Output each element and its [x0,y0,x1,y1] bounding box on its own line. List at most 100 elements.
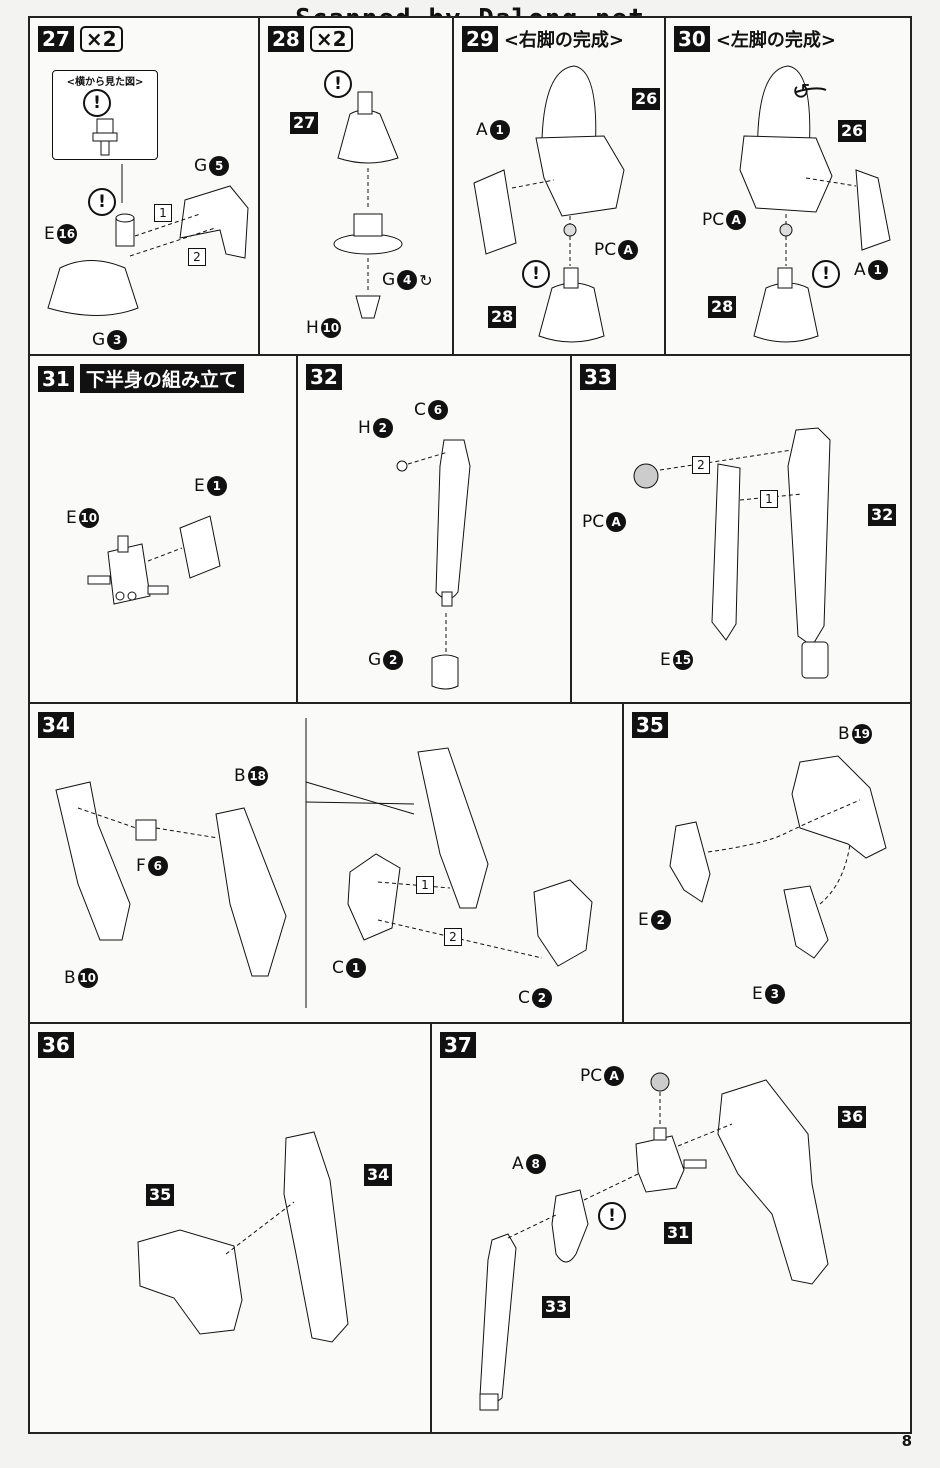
step-number: 35 [632,712,668,738]
part-letter: E [638,910,649,930]
part-number: 10 [320,318,341,338]
step-number: 32 [306,364,342,390]
step-title: <左脚の完成> [715,30,837,51]
part-ref-36: 36 [838,1106,867,1128]
part-number: 4 [397,270,418,290]
part-number: 6 [147,856,168,876]
part-number: 10 [77,968,98,988]
part-number: 16 [56,224,77,244]
part-letter: PC [582,512,605,532]
part-number: 6 [427,400,448,420]
part-letter: E [660,650,671,670]
step-number: 34 [38,712,74,738]
part-number: 1 [867,260,888,280]
warning-icon: ! [812,260,840,288]
step-title: 下半身の組み立て [79,364,244,393]
part-letter: B [64,968,76,988]
step-28-drawing [333,91,403,319]
part-number: 1 [489,120,510,140]
part-letter: A [854,260,866,280]
step-number: 27 [38,26,74,52]
part-letter: H [358,418,371,438]
part-ref-31: 31 [664,1222,693,1244]
part-number: 2 [383,650,404,670]
part-letter: B [838,724,850,744]
step-33-drawing [633,427,831,679]
part-number: 19 [851,724,872,744]
step-number: 37 [440,1032,476,1058]
side-view-inset: <横から見た図> ! [52,70,158,160]
seq-number-box: 2 [188,248,206,266]
step-29-drawing [473,65,625,343]
part-number: 2 [372,418,393,438]
rotate-arrow-icon: ↺ [792,80,811,105]
step-34-drawing [55,718,593,1008]
part-letter: C [414,400,426,420]
part-letter: A [476,120,488,140]
part-letter: E [194,476,205,496]
part-letter: G [92,330,106,350]
part-number: 10 [78,508,99,528]
step-35-drawing [669,755,887,959]
part-ref-32: 32 [868,504,897,526]
part-number: 18 [247,766,268,786]
warning-icon: ! [598,1202,626,1230]
part-number: A [618,240,639,260]
step-title: <右脚の完成> [503,30,625,51]
part-number: 15 [672,650,693,670]
part-letter: PC [594,240,617,260]
part-letter: E [44,224,55,244]
part-number: 3 [107,330,128,350]
part-number: A [604,1066,625,1086]
step-30-drawing [739,65,891,343]
part-letter: PC [580,1066,603,1086]
part-ref-26: 26 [838,120,867,142]
part-letter: B [234,766,246,786]
part-letter: PC [702,210,725,230]
part-letter: E [66,508,77,528]
page-number: 8 [901,1432,912,1450]
part-letter: G [194,156,208,176]
part-letter: F [136,856,146,876]
part-letter: G [368,650,382,670]
step-27-drawing [47,164,249,316]
part-ref-33: 33 [542,1296,571,1318]
warning-icon: ! [324,70,352,98]
seq-number-box: 2 [692,456,710,474]
step-31-drawing [87,515,221,605]
warning-icon: ! [88,188,116,216]
part-number: 1 [206,476,227,496]
part-letter: G [382,270,396,290]
multiplier-badge: ×2 [309,26,353,52]
part-ref-26: 26 [632,88,661,110]
step-36-drawing [137,1131,349,1343]
side-view-title: <横から見た図> [66,77,144,88]
part-letter: E [752,984,763,1004]
seq-number-box: 1 [416,876,434,894]
part-ref-27: 27 [290,112,319,134]
step-number: 28 [268,26,304,52]
part-number: 5 [209,156,230,176]
part-number: 3 [764,984,785,1004]
